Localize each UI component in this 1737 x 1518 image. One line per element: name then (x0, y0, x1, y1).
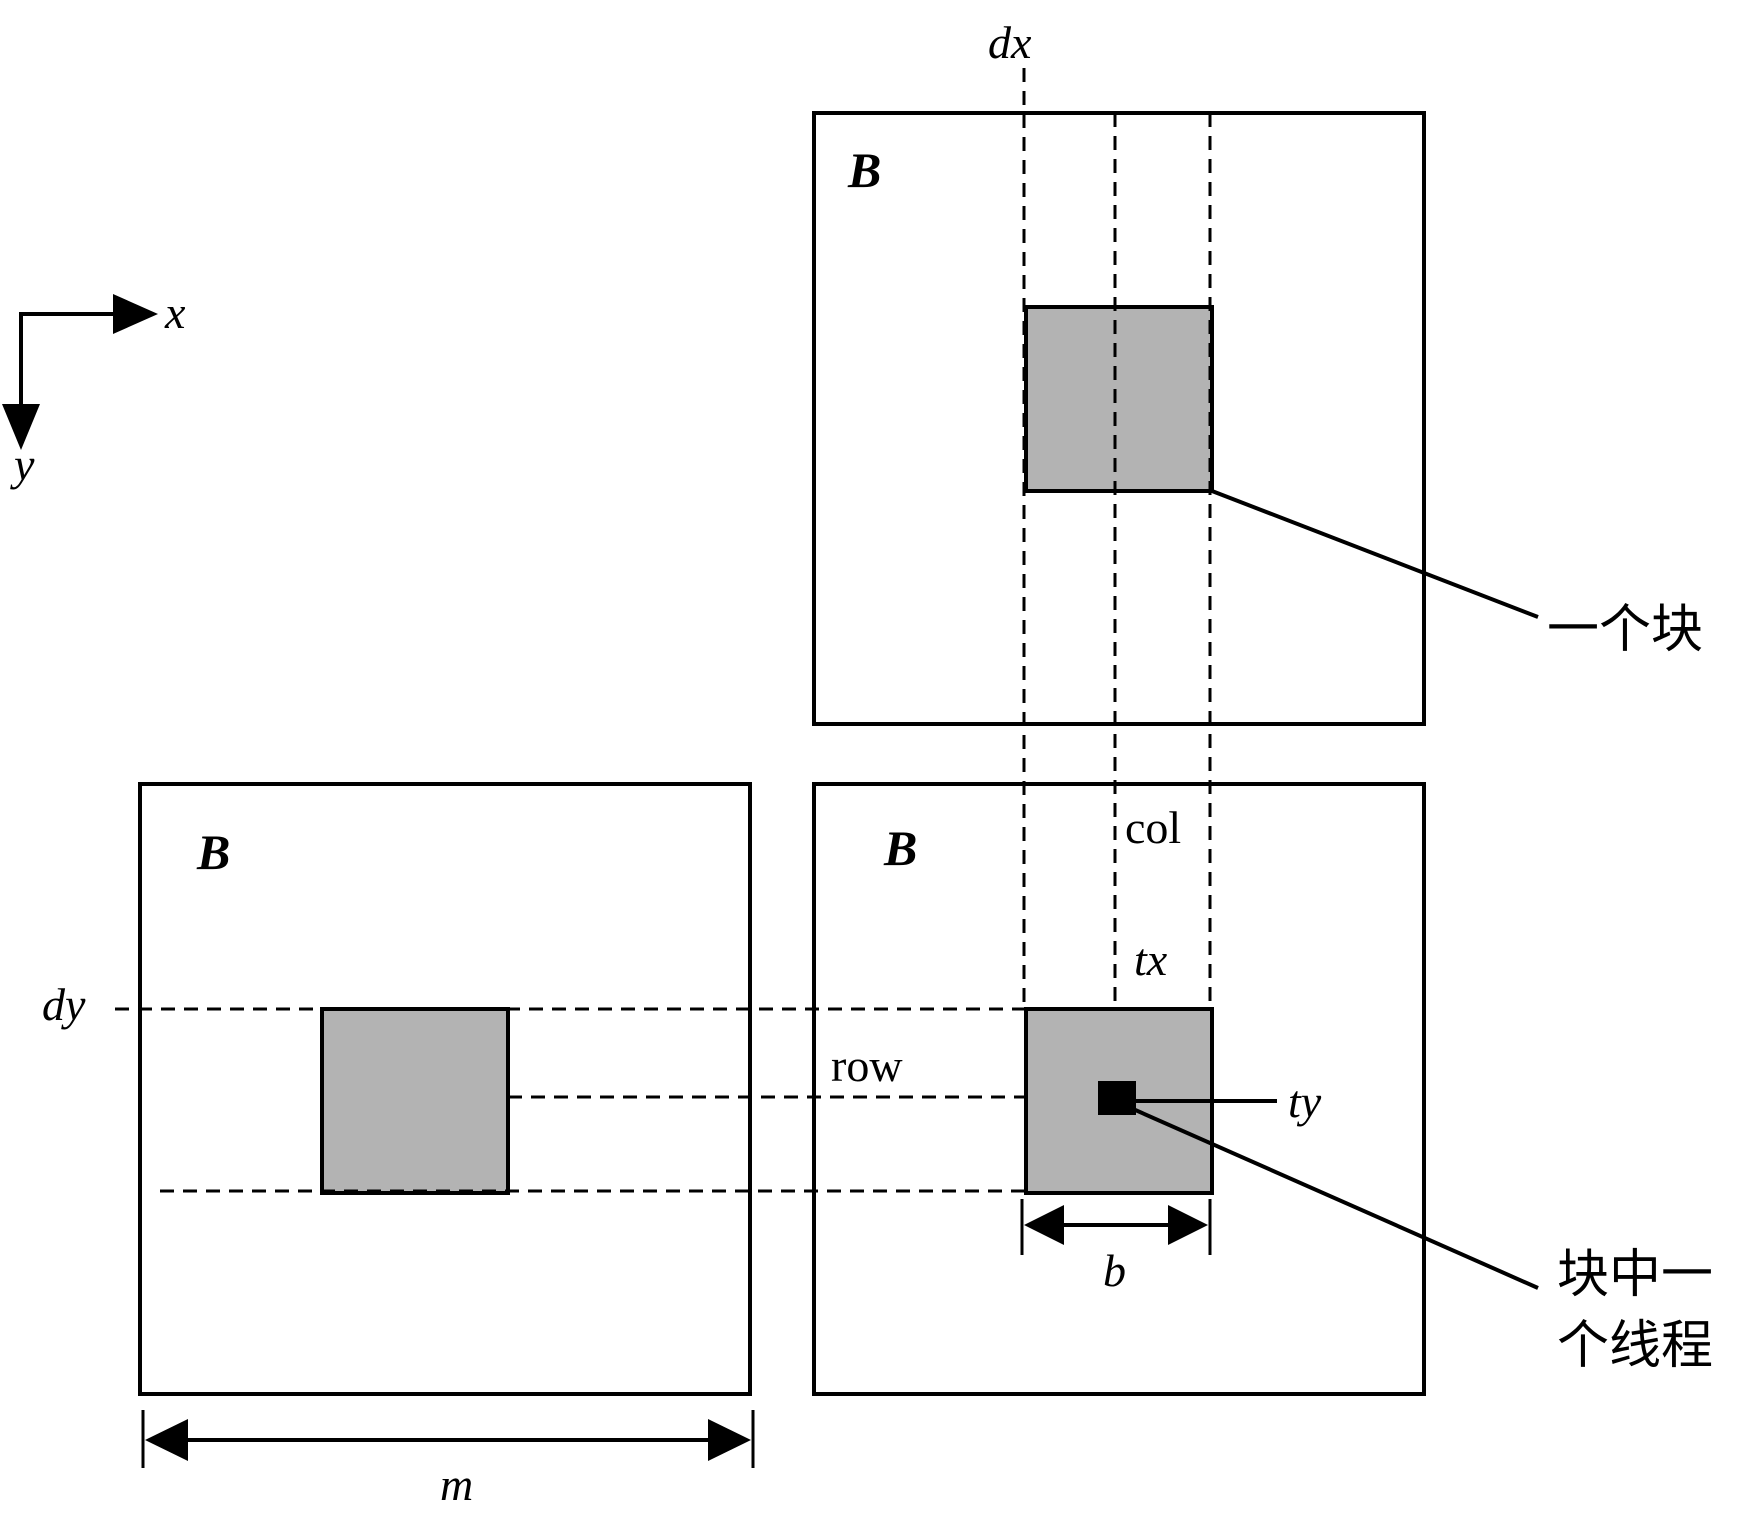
one-block-callout-line (1211, 489, 1539, 619)
matrix-bottom-right-label: B (883, 820, 917, 876)
row-label: row (831, 1040, 903, 1091)
m-dim-arrow-right (708, 1419, 751, 1461)
b-dim-arrow-right (1168, 1205, 1208, 1245)
b-dim-arrow-left (1024, 1205, 1064, 1245)
y-arrowhead (2, 404, 40, 450)
col-label: col (1125, 802, 1181, 853)
ty-label: ty (1288, 1076, 1322, 1127)
one-block-annotation: 一个块 (1547, 600, 1703, 660)
m-dim-arrow-left (145, 1419, 188, 1461)
matrix-top-right-label: B (847, 142, 881, 198)
matrix-bottom-right (812, 782, 1426, 1396)
matrix-bottom-left (138, 782, 752, 1396)
vertical-dashed-guides (1022, 68, 1212, 1010)
axes-legend: x y (2, 287, 186, 490)
m-label: m (440, 1459, 473, 1510)
thread-callout-line (1123, 1103, 1539, 1290)
thread-annotation-line2: 个线程 (1557, 1316, 1713, 1376)
block-left (320, 1007, 510, 1195)
block-top (1024, 305, 1214, 493)
dy-label: dy (42, 979, 86, 1030)
dx-label: dx (988, 17, 1032, 68)
x-axis-label: x (164, 287, 186, 338)
horizontal-dashed-guides (115, 1007, 1026, 1193)
matrix-top-right (812, 111, 1426, 726)
tx-label: tx (1134, 934, 1168, 985)
matrix-bottom-left-label: B (196, 824, 230, 880)
y-axis-label: y (10, 439, 35, 490)
x-arrowhead (113, 294, 158, 334)
thread-annotation-line1: 块中一 (1557, 1245, 1713, 1305)
b-label: b (1103, 1245, 1126, 1296)
